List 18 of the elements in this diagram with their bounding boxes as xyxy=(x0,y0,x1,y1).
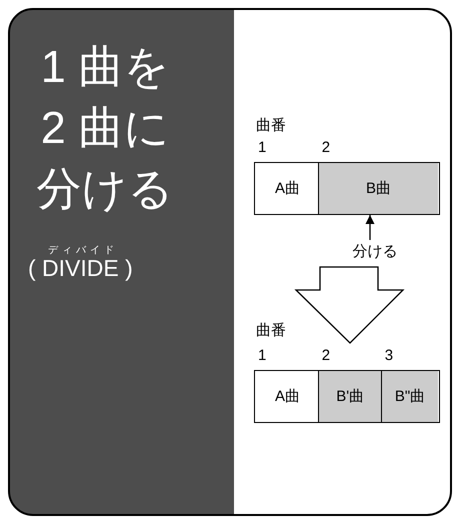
subtitle: ( DIVIDE ) xyxy=(28,255,133,282)
track-name: B"曲 xyxy=(394,387,426,406)
axis-label: 曲番 xyxy=(256,321,286,340)
track-number: 3 xyxy=(384,347,394,364)
arrow xyxy=(365,215,375,240)
ruby-text: ディバイド xyxy=(48,244,118,257)
track-name: B'曲 xyxy=(336,387,364,406)
track-number: 1 xyxy=(258,347,266,364)
track-name: A曲 xyxy=(274,179,300,198)
track-number: 2 xyxy=(322,347,330,364)
axis-label: 曲番 xyxy=(256,116,286,135)
title: 1 曲を2 曲に分ける xyxy=(36,40,174,216)
track-name: A曲 xyxy=(274,387,300,406)
block-arrow xyxy=(294,266,405,344)
track-name: 分ける xyxy=(352,242,398,260)
track-number: 2 xyxy=(322,139,330,156)
track-name: B曲 xyxy=(366,179,392,198)
track-number: 1 xyxy=(258,139,266,156)
